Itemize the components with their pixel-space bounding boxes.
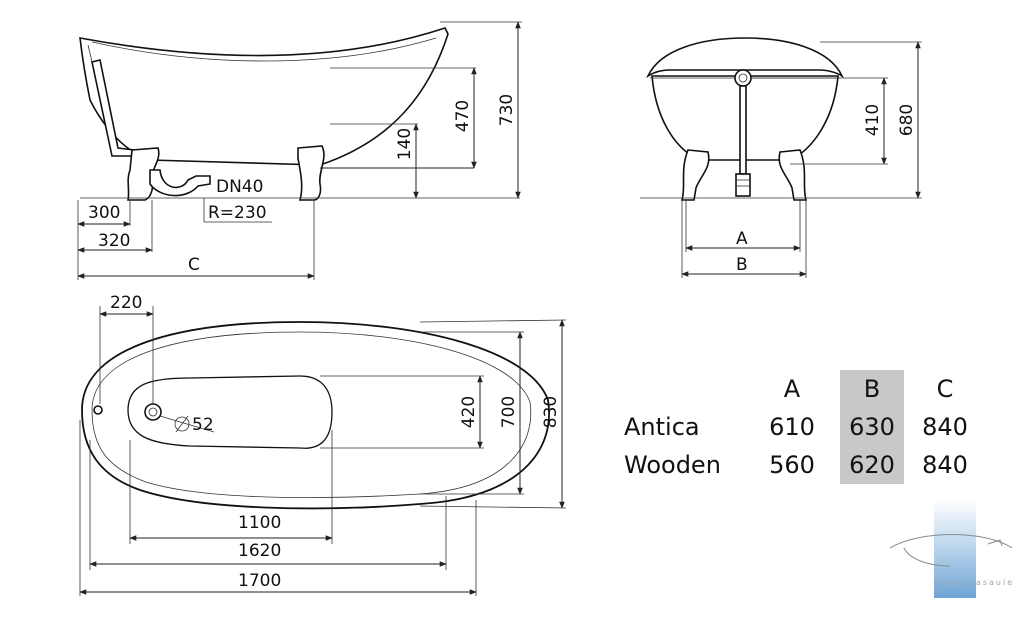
table-header-b: B [840,370,904,408]
table-row: Wooden 560 620 840 [624,446,986,484]
table-header-row: A B C [624,370,986,408]
dim-320: 320 [98,231,130,251]
cell-a: 610 [769,413,815,441]
dim-300: 300 [88,203,120,223]
cell-a: 560 [769,451,815,479]
drain-hole [144,403,162,421]
dim-b-end: B [736,255,748,275]
end-tub-rim [646,37,844,79]
dim-c-side: C [188,255,200,275]
cell-b: 620 [840,446,904,484]
end-view: 680 410 A B [640,37,922,278]
dim-220: 220 [110,293,142,313]
dim-730: 730 [497,94,517,126]
dim-140: 140 [395,128,415,160]
dim-830: 830 [541,396,561,428]
cell-c: 840 [922,451,968,479]
side-view: 730 470 140 300 320 C DN40 R=230 [77,21,522,280]
plan-inner-rim [91,331,532,498]
label-dn40: DN40 [216,177,263,197]
dimension-table: A B C Antica 610 630 840 Wooden 560 620 … [624,370,986,484]
dim-470: 470 [453,100,473,132]
cell-c: 840 [922,413,968,441]
logo-text: vannupasaule [934,578,1012,587]
table-header-c: C [936,375,954,403]
waste-trap [149,169,211,197]
dim-1700: 1700 [238,571,281,591]
dim-1620: 1620 [238,541,281,561]
end-foot-right [778,149,808,201]
dim-680: 680 [897,104,917,136]
table-row: Antica 610 630 840 [624,408,986,446]
plan-view: 52 220 420 700 830 1100 1620 1700 [79,293,567,596]
label-radius: R=230 [208,203,267,223]
end-foot-left [680,149,710,201]
side-foot-right [297,145,325,201]
overflow-hole [93,405,103,415]
brand-logo [890,500,1013,598]
dim-700: 700 [499,396,519,428]
dim-a-end: A [736,229,748,249]
row-name: Wooden [624,451,721,479]
row-name: Antica [624,413,700,441]
side-tub-body [79,27,449,166]
cell-b: 630 [840,408,904,446]
side-foot-left [127,147,160,201]
dim-420: 420 [459,396,479,428]
dim-1100: 1100 [238,513,281,533]
dim-410: 410 [863,104,883,136]
drain-diameter: 52 [192,415,214,435]
table-header-a: A [783,375,801,403]
